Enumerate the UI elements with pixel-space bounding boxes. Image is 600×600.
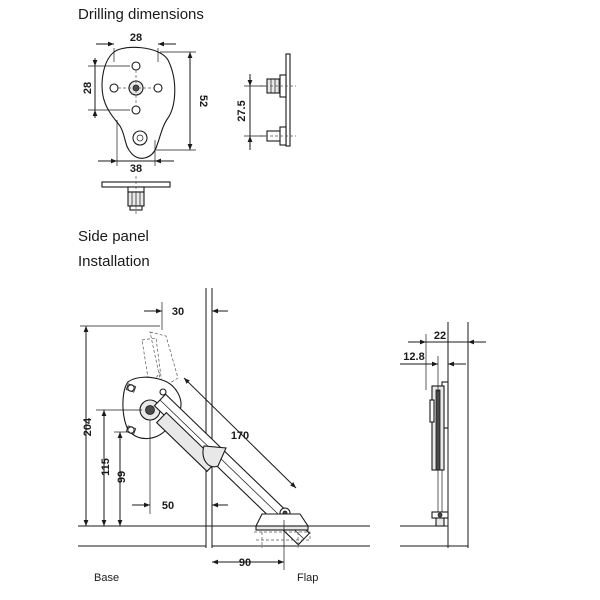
dimension-height-115: 115: [96, 409, 142, 526]
dimension-height-99: 99: [114, 431, 130, 526]
dimension-right-outer: 22: [408, 330, 486, 390]
dim-label-bottom-width: 38: [130, 163, 142, 175]
dimension-left-height: 28: [82, 58, 130, 118]
dimension-bottom-width: 38: [98, 120, 174, 175]
mounting-plate-side-view: [260, 53, 296, 147]
dim-label-top-width: 28: [130, 32, 142, 44]
flap-bracket: [254, 513, 311, 548]
dimension-right-height: 52: [156, 51, 209, 151]
dimension-total-height: 204: [80, 325, 160, 526]
cabinet-outline: [78, 288, 370, 548]
dimension-bottom-offset: 50: [132, 420, 228, 514]
dim-label-total-height: 204: [82, 417, 94, 436]
dim-label-flap-distance: 90: [239, 557, 251, 569]
dimension-top-offset: 30: [144, 302, 228, 330]
dim-label-left-height: 28: [82, 82, 94, 94]
side-section-view: [400, 322, 469, 548]
dim-label-height-115: 115: [100, 458, 112, 476]
caption-base: Base: [94, 572, 119, 584]
dim-label-bottom-offset: 50: [162, 500, 174, 512]
dim-label-arm-length: 170: [231, 430, 249, 442]
dim-label-right-outer: 22: [434, 330, 446, 342]
dimension-right-inner: 12.8: [400, 351, 466, 392]
caption-flap: Flap: [297, 572, 318, 584]
dim-label-right-height: 52: [197, 95, 209, 107]
side-panel-title: Side panel: [78, 228, 149, 245]
mounting-plate-front-view: [101, 46, 176, 159]
dimension-top-width: 28: [96, 32, 176, 62]
dimension-flap-distance: 90: [212, 520, 285, 570]
dim-label-right-inner: 12.8: [403, 351, 424, 363]
dim-label-height-99: 99: [116, 471, 128, 483]
mounting-plate-bottom-view: [101, 176, 171, 214]
installation-title: Installation: [78, 253, 150, 270]
dimension-side-spacing: 27.5: [236, 74, 266, 150]
dim-label-top-offset: 30: [172, 306, 184, 318]
dim-label-side-spacing: 27.5: [236, 100, 248, 121]
drilling-dimensions-title: Drilling dimensions: [78, 6, 204, 23]
dimension-arm-length: 170: [183, 377, 297, 489]
